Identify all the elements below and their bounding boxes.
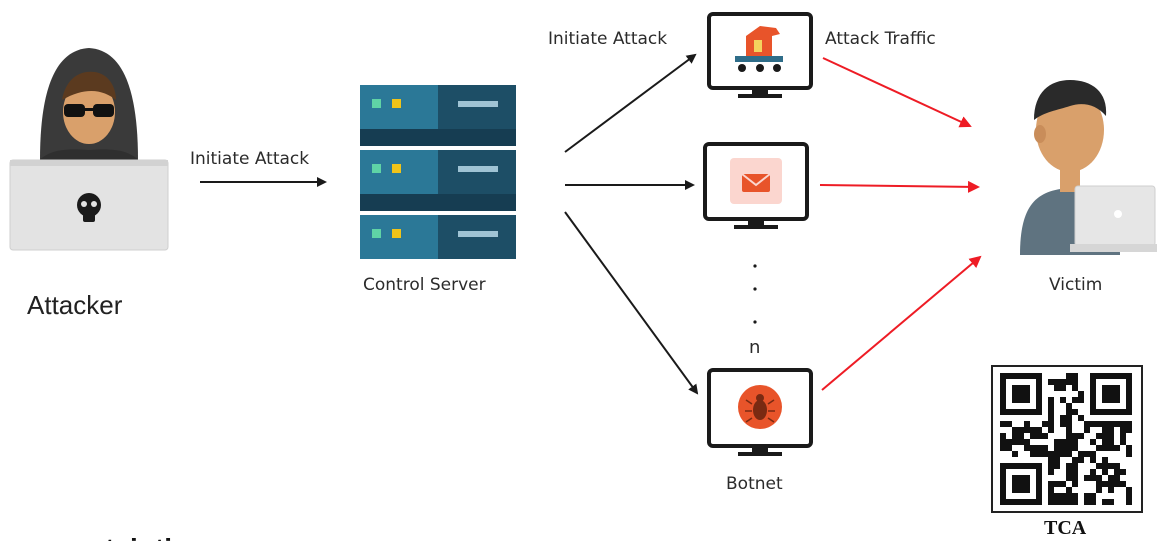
attacker-label: Attacker [27, 290, 123, 320]
bottom-fragment-label: ntainti [88, 533, 172, 541]
red-arrow-top [822, 57, 972, 128]
initiate-attack-top-label: Initiate Attack [548, 29, 667, 49]
victim-label: Victim [1049, 275, 1102, 295]
n-marker-label: n [749, 337, 760, 358]
arrow-server-to-bot-bottom [564, 211, 699, 395]
initiate-attack-left-label: Initiate Attack [190, 149, 309, 169]
red-arrow-bottom [821, 255, 982, 391]
attack-traffic-label: Attack Traffic [825, 29, 936, 49]
monitor-bot-middle [703, 142, 809, 229]
control-server-label: Control Server [363, 275, 486, 295]
monitor-bot-bottom [707, 368, 813, 456]
envelope-icon [730, 158, 782, 204]
attacker-icon [9, 48, 169, 251]
victim-person-icon [1020, 80, 1157, 255]
qr-code-icon [991, 365, 1143, 513]
botnet-label: Botnet [726, 474, 783, 494]
arrow-server-to-bot-top [564, 53, 697, 153]
qr-caption-label: TCA [1044, 517, 1087, 539]
trojan-horse-icon [735, 26, 783, 72]
server-stack-icon [360, 85, 516, 259]
red-arrow-middle [819, 180, 980, 193]
monitor-bot-top [707, 12, 813, 98]
bug-icon [738, 385, 782, 429]
ellipsis-dots [753, 264, 757, 324]
